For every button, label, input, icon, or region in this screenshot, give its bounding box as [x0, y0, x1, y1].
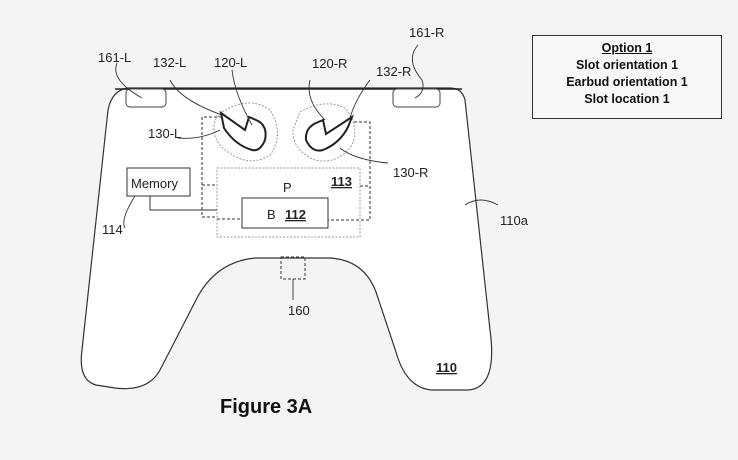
label-132-L: 132-L	[153, 55, 186, 70]
option-line: Slot location 1	[584, 92, 670, 106]
label-110a: 110a	[500, 213, 529, 228]
memory-box	[126, 167, 191, 197]
earbud-slot-130-R	[292, 103, 356, 162]
earbud-slot-130-L	[213, 102, 278, 162]
label-110: 110	[436, 360, 457, 375]
option-title: Option 1	[601, 41, 653, 55]
slot-161-R	[392, 88, 441, 108]
option-box: Option 1 Slot orientation 1 Earbud orien…	[532, 35, 722, 119]
earbud-120-R	[304, 114, 355, 152]
label-132-R: 132-R	[376, 64, 411, 79]
option-line: Earbud orientation 1	[566, 75, 688, 89]
slot-161-L	[125, 88, 167, 108]
box-112	[241, 197, 329, 229]
label-161-R: 161-R	[409, 25, 444, 40]
label-120-L: 120-L	[214, 55, 247, 70]
label-161-L: 161-L	[98, 50, 131, 65]
label-130-R: 130-R	[393, 165, 428, 180]
figure-caption: Figure 3A	[220, 396, 313, 418]
label-memory: Memory	[131, 176, 178, 191]
label-114: 114	[102, 222, 123, 237]
label-130-L: 130-L	[148, 126, 181, 141]
label-b: B	[267, 207, 276, 222]
label-112: 112	[285, 207, 306, 222]
controller-outline	[80, 87, 493, 391]
label-113: 113	[331, 174, 352, 189]
label-120-R: 120-R	[312, 56, 347, 71]
processor-box-113	[216, 167, 361, 238]
label-p: P	[283, 180, 292, 195]
earbud-120-L	[219, 110, 267, 152]
option-line: Slot orientation 1	[575, 58, 679, 72]
label-160: 160	[288, 303, 310, 318]
connector-160	[280, 256, 306, 280]
